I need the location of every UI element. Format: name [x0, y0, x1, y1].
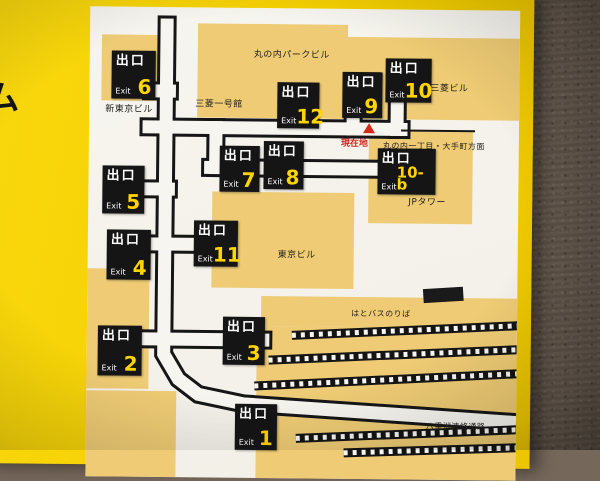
- exit-kanji: 出口: [106, 168, 137, 184]
- exit-en: Exit: [267, 177, 283, 187]
- exit-kanji: 出口: [115, 53, 146, 69]
- exit-en: Exit: [223, 179, 239, 189]
- label-marunouchi-park: 丸の内パークビル: [253, 49, 330, 61]
- exit-en: Exit: [110, 267, 126, 277]
- exit-number: 2: [123, 351, 138, 376]
- sign-margin-text: ム: [0, 78, 20, 119]
- exit-en: Exit: [238, 437, 254, 447]
- exit-badge-1: 出口 Exit 1: [234, 403, 278, 451]
- exit-number: 4: [132, 255, 147, 280]
- exit-kanji: 出口: [346, 74, 377, 91]
- exit-en: Exit: [389, 90, 405, 100]
- exit-kanji: 出口: [281, 85, 312, 101]
- exit-kanji: 出口: [389, 61, 420, 77]
- exit-badge-3: 出口 Exit 3: [222, 316, 266, 366]
- exit-en: Exit: [381, 182, 397, 192]
- exit-number: 5: [126, 189, 141, 214]
- station-exit-map-sign: ム: [0, 0, 535, 481]
- label-jp-tower: JPタワー: [408, 197, 446, 208]
- exit-badge-5: 出口 Exit 5: [102, 165, 145, 214]
- exit-number: 8: [285, 165, 300, 190]
- direction-underline: [401, 129, 476, 133]
- exit-en: Exit: [226, 352, 242, 362]
- exit-en: Exit: [101, 363, 117, 373]
- exit-en: Exit: [115, 86, 131, 96]
- label-tokyo-bldg: 東京ビル: [277, 250, 316, 261]
- exit-kanji: 出口: [110, 232, 141, 248]
- exit-number: 3: [246, 340, 261, 366]
- label-mitsubishi-ichigokan: 三菱一号館: [195, 99, 243, 110]
- exit-en: Exit: [281, 116, 297, 126]
- label-yaesu-passage: 八重洲連絡通路: [425, 421, 486, 432]
- exit-number: 12: [296, 104, 325, 129]
- label-shin-tokyo: 新東京ビル: [105, 104, 153, 115]
- map-panel: 丸の内パークビル 三菱一号館 新東京ビル 三菱ビル JPタワー 東京ビル はとバ…: [85, 6, 521, 481]
- exit-kanji: 出口: [101, 328, 132, 344]
- exit-kanji: 出口: [226, 319, 258, 335]
- exit-kanji: 出口: [223, 148, 254, 164]
- exit-number: 11: [212, 242, 241, 267]
- current-location-label: 現在地: [340, 138, 368, 150]
- exit-number: 6: [137, 74, 152, 99]
- exit-number: 10: [404, 78, 433, 103]
- label-hato-bus: はとバスのりば: [351, 308, 411, 319]
- exit-badge-2: 出口 Exit 2: [97, 325, 142, 376]
- label-mitsubishi: 三菱ビル: [430, 83, 469, 95]
- exit-number: 1: [258, 426, 273, 451]
- exit-number: 7: [241, 167, 256, 192]
- exit-badge-4: 出口 Exit 4: [106, 229, 151, 280]
- exit-en: Exit: [346, 105, 362, 116]
- current-location-marker-icon: [362, 123, 376, 134]
- exit-kanji: 出口: [238, 406, 270, 423]
- exit-badge-6: 出口 Exit 6: [111, 50, 156, 99]
- exit-kanji: 出口: [267, 144, 298, 160]
- exit-number: 9: [364, 94, 379, 119]
- exit-en: Exit: [197, 254, 213, 264]
- exit-kanji: 出口: [197, 223, 229, 239]
- exit-en: Exit: [106, 201, 122, 211]
- exit-number: 10-b: [396, 162, 424, 194]
